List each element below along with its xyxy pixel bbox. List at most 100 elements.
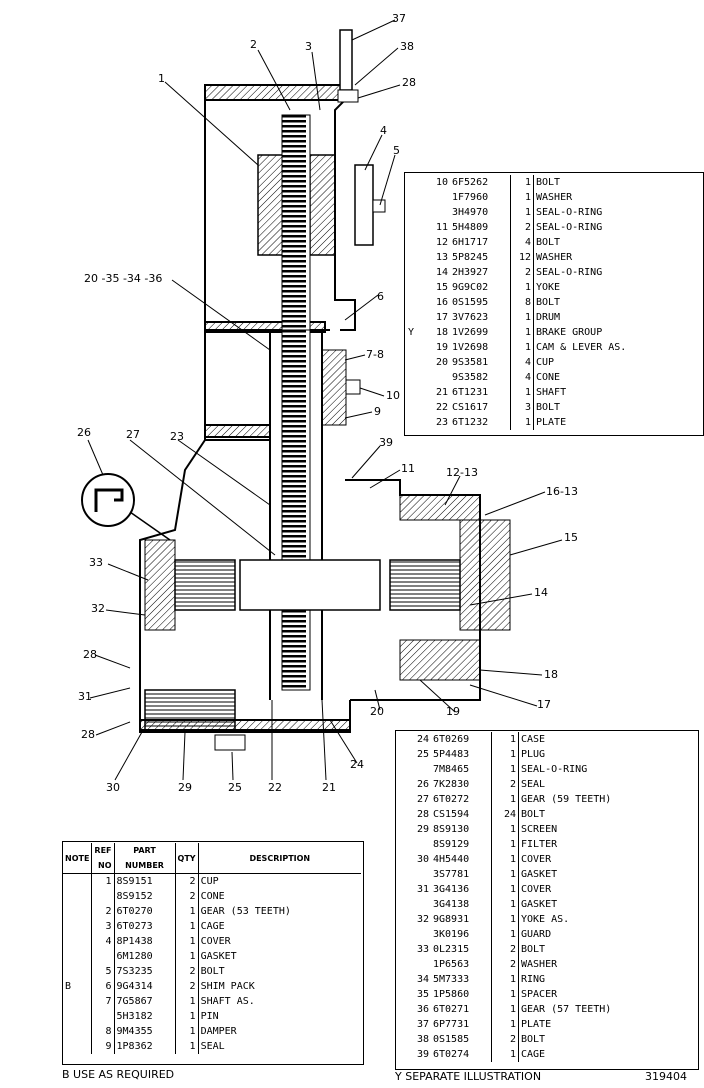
qty-cell: 1: [510, 385, 534, 400]
description-cell: GEAR (59 TEETH): [521, 794, 612, 805]
part-number-cell: 1F7960: [450, 190, 511, 205]
qty-cell: 1: [510, 205, 534, 220]
description-cell: CASE: [521, 734, 546, 745]
ref-cell: 38: [416, 1034, 429, 1045]
part-number-cell: 3S7781: [431, 867, 492, 882]
drawing-number: 319404: [645, 1070, 687, 1083]
header-part: PART NUMBER: [114, 843, 176, 874]
parts-table-bottom-left: NOTE REF NO PART NUMBER QTY DESCRIPTION …: [63, 843, 361, 1054]
description-cell: GASKET: [200, 951, 237, 962]
note-cell: [406, 415, 432, 430]
description-cell: PLATE: [521, 1019, 552, 1030]
qty-cell: 2: [491, 957, 519, 972]
qty-cell: 24: [491, 807, 519, 822]
description-cell: YOKE AS.: [521, 914, 570, 925]
ref-cell: 24: [416, 734, 429, 745]
part-number-cell: 1P5860: [431, 987, 492, 1002]
ref-cell: [91, 1009, 115, 1024]
part-number-cell: 6T0273: [114, 919, 176, 934]
ref-cell: 13: [435, 252, 448, 263]
part-number-cell: 5M7333: [431, 972, 492, 987]
note-cell: Y: [408, 327, 415, 338]
header-qty: QTY: [175, 843, 199, 874]
qty-cell: 1: [491, 852, 519, 867]
note-cell: [406, 340, 432, 355]
top-plate: [339, 29, 353, 91]
note-cell: [63, 949, 93, 964]
ref-cell: 21: [435, 387, 448, 398]
callout-14: 14: [534, 586, 548, 599]
qty-cell: 1: [491, 732, 519, 747]
description-cell: SHAFT: [536, 387, 567, 398]
brake-drum: [399, 494, 481, 521]
part-number-cell: 3K0196: [431, 927, 492, 942]
part-number-cell: 1P8362: [114, 1039, 176, 1054]
note-cell: [406, 385, 432, 400]
qty-cell: 2: [175, 979, 199, 994]
ref-cell: 7: [91, 994, 115, 1009]
qty-cell: 2: [175, 873, 199, 889]
description-cell: BRAKE GROUP: [536, 327, 603, 338]
callout-28c: 28: [81, 728, 95, 741]
note-cell: [406, 280, 432, 295]
callout-15: 15: [564, 531, 578, 544]
ref-cell: 16: [435, 297, 448, 308]
ref-cell: 12: [435, 237, 448, 248]
ref-cell: 2: [91, 904, 115, 919]
qty-cell: 1: [175, 1024, 199, 1039]
qty-cell: 12: [510, 250, 534, 265]
description-cell: CONE: [200, 891, 225, 902]
note-cell: [406, 235, 432, 250]
qty-cell: 1: [491, 897, 519, 912]
part-number-cell: CS1617: [450, 400, 511, 415]
qty-cell: 1: [491, 1017, 519, 1032]
callout-24: 24: [350, 758, 364, 771]
description-cell: BOLT: [521, 944, 546, 955]
callout-38: 38: [400, 40, 414, 53]
callout-32: 32: [91, 602, 105, 615]
middle-gear-teeth: [281, 329, 311, 691]
part-number-cell: 9S3581: [450, 355, 511, 370]
description-cell: CONE: [536, 372, 561, 383]
ref-cell: 5: [91, 964, 115, 979]
ref-cell: 32: [416, 914, 429, 925]
right-spline: [389, 559, 461, 611]
qty-cell: 1: [491, 987, 519, 1002]
ref-cell: 4: [91, 934, 115, 949]
callout-23: 23: [170, 430, 184, 443]
note-cell: [406, 310, 432, 325]
qty-cell: 1: [175, 994, 199, 1009]
qty-cell: 8: [510, 295, 534, 310]
description-cell: SEAL: [200, 1041, 225, 1052]
callout-22: 22: [268, 781, 282, 794]
ref-cell: 27: [416, 794, 429, 805]
callout-3: 3: [305, 40, 312, 53]
callout-4: 4: [380, 124, 387, 137]
callout-2: 2: [250, 38, 257, 51]
description-cell: GUARD: [521, 929, 552, 940]
header-ref: REF NO: [91, 843, 115, 874]
qty-cell: 2: [491, 942, 519, 957]
callout-6: 6: [377, 290, 384, 303]
brake-lower: [399, 639, 481, 681]
qty-cell: 4: [510, 370, 534, 385]
description-cell: DRUM: [536, 312, 561, 323]
part-number-cell: 6F5262: [450, 175, 511, 190]
part-number-cell: 1V2698: [450, 340, 511, 355]
callout-26: 26: [77, 426, 91, 439]
qty-cell: 1: [491, 747, 519, 762]
note-cell: B: [63, 979, 93, 994]
part-number-cell: 6T0274: [431, 1047, 492, 1062]
description-cell: SHAFT AS.: [200, 996, 255, 1007]
